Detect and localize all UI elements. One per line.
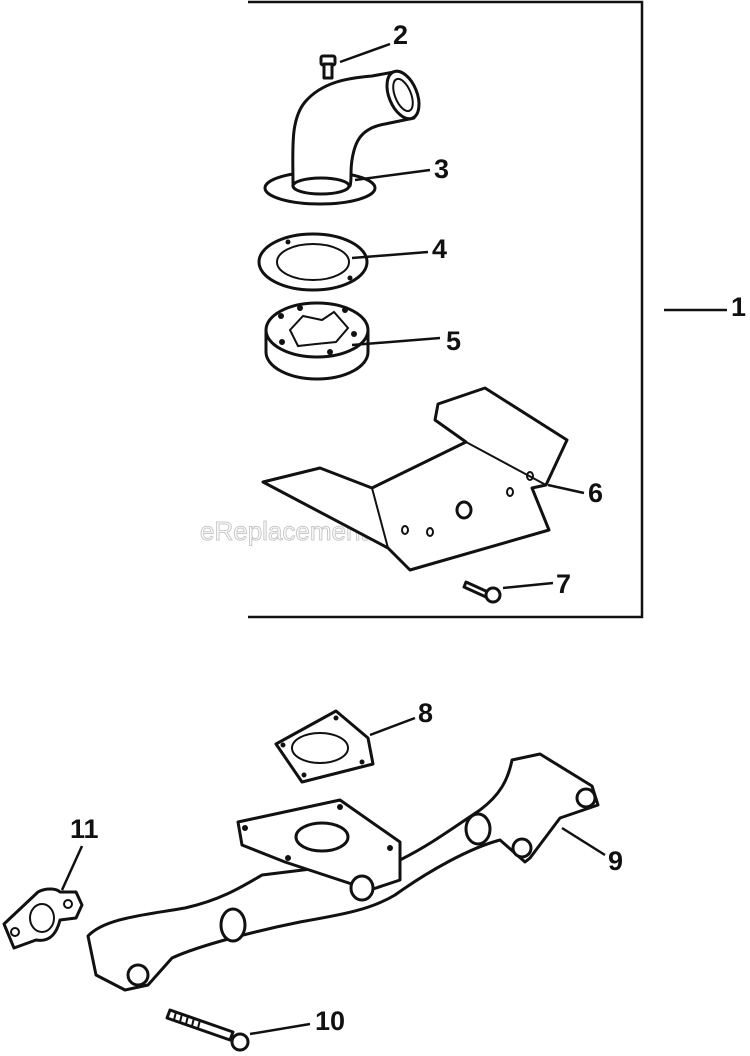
callout-10[interactable]: 10 — [315, 1006, 345, 1036]
part-7-screw[interactable] — [462, 580, 502, 604]
callout-7[interactable]: 7 — [556, 569, 571, 599]
callout-1[interactable]: 1 — [731, 292, 746, 322]
leader-3 — [354, 168, 431, 182]
leader-9 — [561, 826, 606, 857]
callout-4[interactable]: 4 — [432, 234, 447, 264]
part-2-screw[interactable] — [319, 54, 337, 80]
leader-2 — [339, 42, 391, 64]
leader-6 — [547, 483, 585, 495]
callout-2[interactable]: 2 — [393, 20, 408, 50]
assembly-1-bracket — [248, 0, 644, 619]
part-4-gasket[interactable] — [257, 232, 369, 292]
callout-5[interactable]: 5 — [446, 326, 461, 356]
callout-9[interactable]: 9 — [608, 846, 623, 876]
part-10-bolt[interactable] — [165, 1008, 250, 1052]
leader-5 — [351, 336, 441, 347]
part-9-manifold[interactable] — [86, 752, 600, 992]
leader-11 — [60, 845, 84, 891]
part-8-gasket[interactable] — [274, 709, 375, 784]
callout-8[interactable]: 8 — [418, 698, 433, 728]
part-6-bracket[interactable] — [261, 386, 569, 572]
part-3-elbow[interactable] — [263, 67, 425, 206]
leader-10 — [249, 1022, 311, 1036]
leader-4 — [351, 250, 429, 260]
leader-7 — [502, 581, 554, 590]
callout-6[interactable]: 6 — [588, 478, 603, 508]
part-5-adapter[interactable] — [264, 301, 370, 381]
leader-8 — [369, 716, 416, 737]
callout-11[interactable]: 11 — [70, 814, 99, 844]
part-11-gasket[interactable] — [2, 887, 84, 950]
callout-3[interactable]: 3 — [434, 154, 449, 184]
